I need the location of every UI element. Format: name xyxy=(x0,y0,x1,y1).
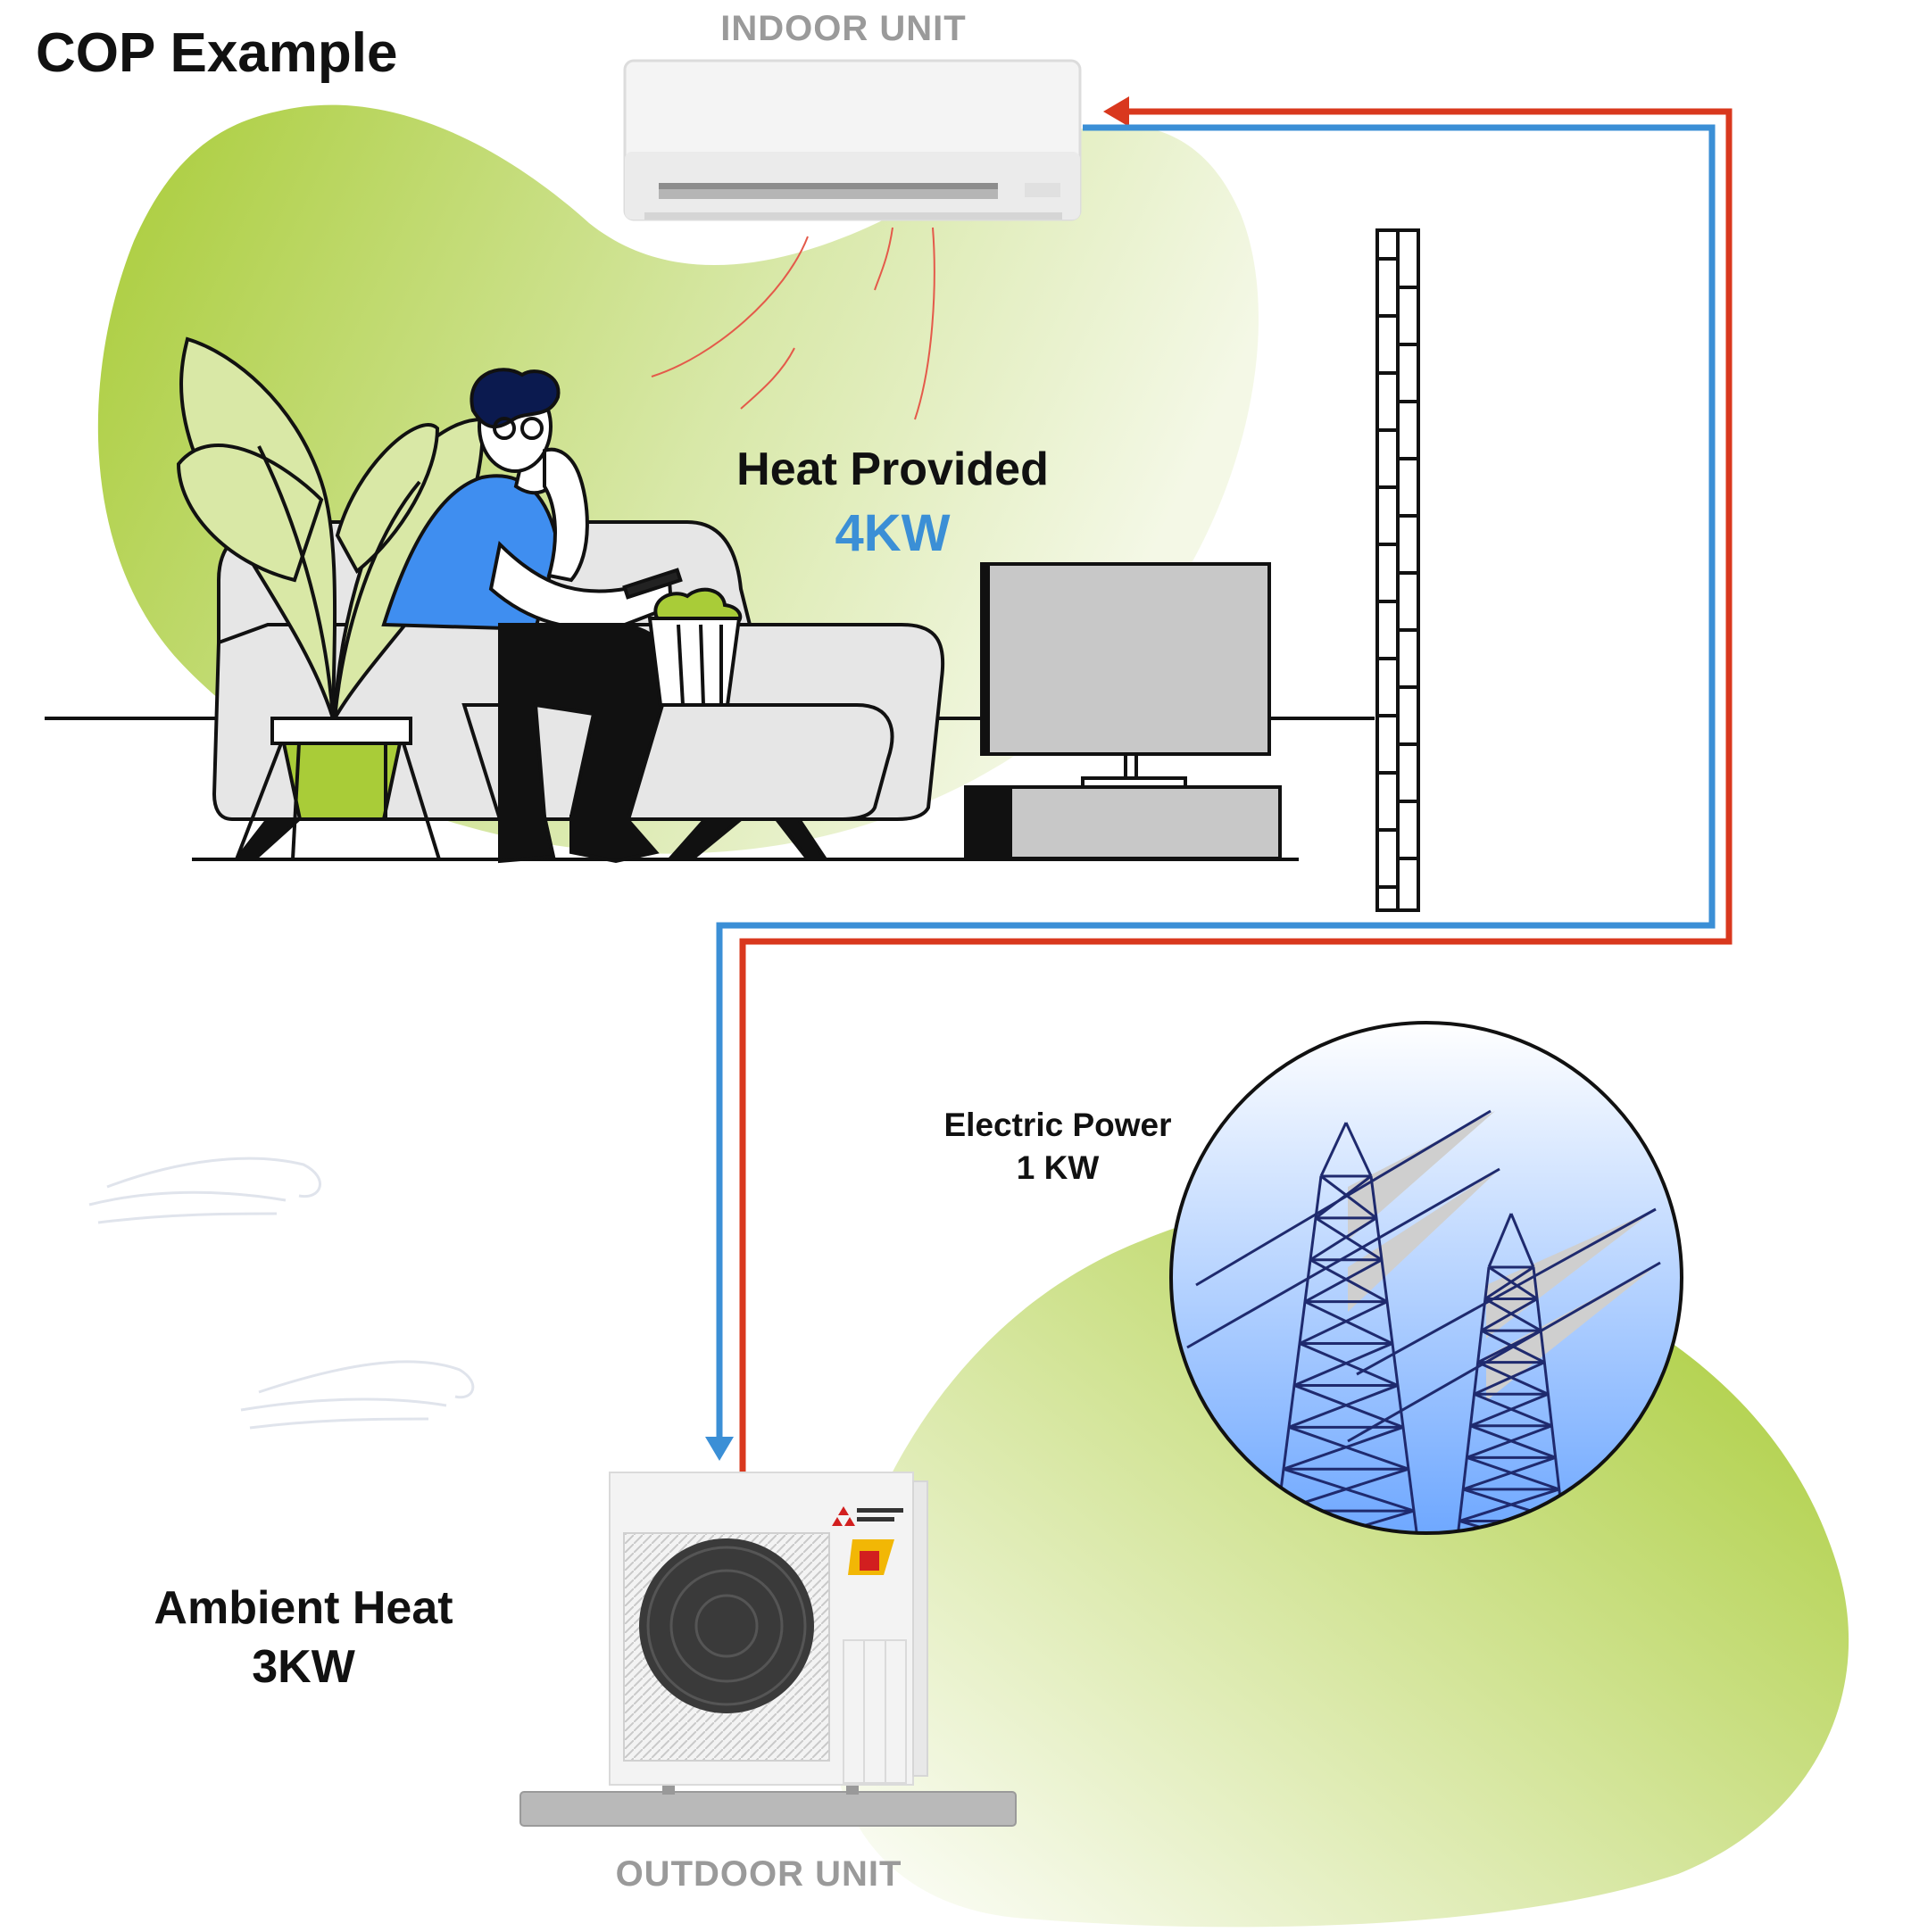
hot-line-arrow-icon xyxy=(1103,96,1129,127)
popcorn-icon xyxy=(647,587,743,707)
cold-refrigerant-line xyxy=(716,124,1716,1437)
air-conditioner-icon xyxy=(623,59,1082,221)
electric-power-label: Electric Power 1 KW xyxy=(910,1107,1205,1187)
heat-provided-title: Heat Provided xyxy=(736,444,1049,495)
brick-wall-icon xyxy=(1375,228,1420,912)
electric-power-title: Electric Power xyxy=(943,1107,1172,1143)
hot-refrigerant-line xyxy=(739,108,1733,1472)
wind-swirl-icon xyxy=(88,1157,475,1430)
heat-provided-label: Heat Provided 4KW xyxy=(678,443,1107,563)
outdoor-unit-label: OUTDOOR UNIT xyxy=(615,1854,902,1894)
television-icon xyxy=(964,562,1282,860)
ambient-heat-value: 3KW xyxy=(252,1641,355,1693)
ambient-heat-label: Ambient Heat 3KW xyxy=(116,1581,491,1694)
warm-air-lines xyxy=(651,227,935,420)
outdoor-condenser-icon xyxy=(519,1472,1017,1827)
indoor-unit-label: INDOOR UNIT xyxy=(720,9,967,48)
cold-line-arrow-icon xyxy=(705,1437,734,1461)
electric-power-value: 1 KW xyxy=(1016,1149,1100,1186)
ambient-heat-title: Ambient Heat xyxy=(154,1582,453,1634)
heat-provided-value: 4KW xyxy=(835,504,951,562)
page-title: COP Example xyxy=(36,22,398,84)
person-icon xyxy=(381,368,683,864)
